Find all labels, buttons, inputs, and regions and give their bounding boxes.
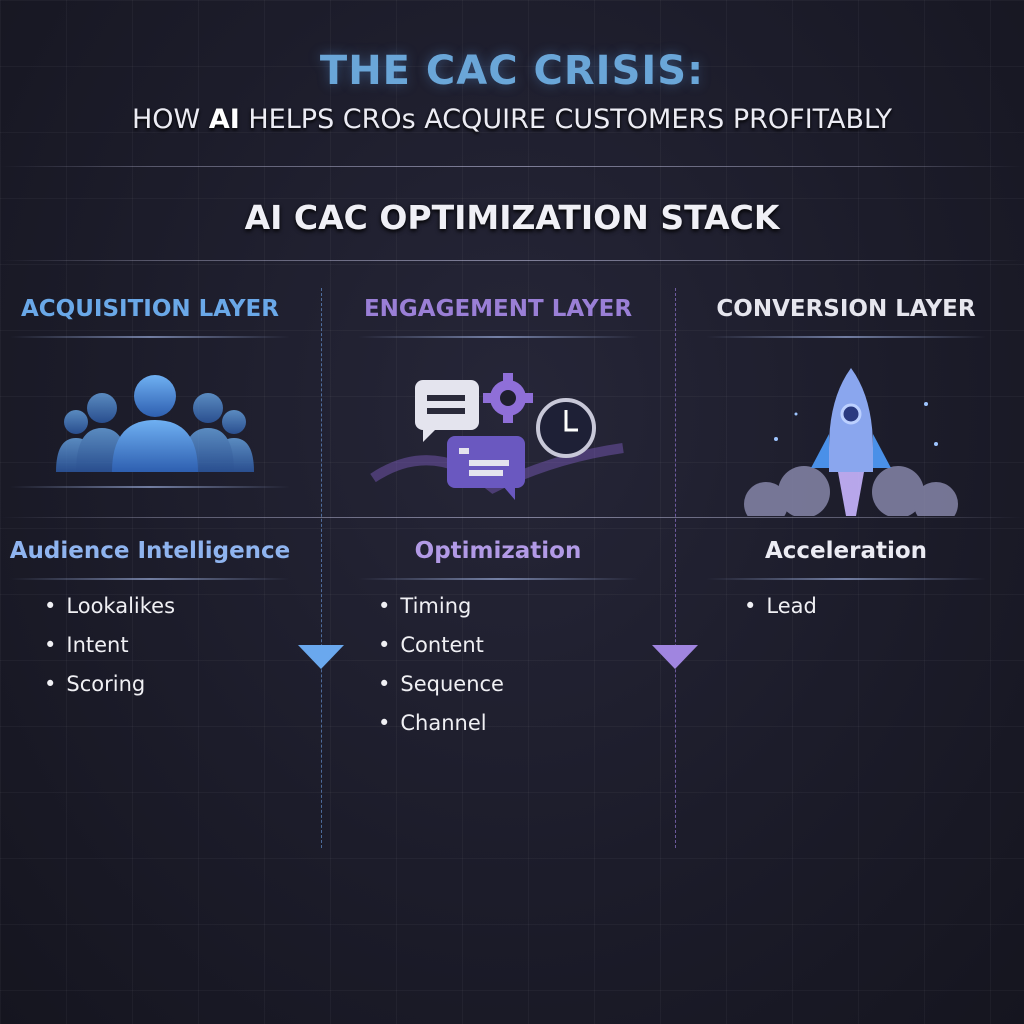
divider — [358, 578, 638, 580]
list-item: Intent — [44, 633, 175, 672]
divider — [0, 260, 1024, 261]
arrow-down-icon — [652, 645, 698, 669]
layer-title: CONVERSION LAYER — [716, 296, 976, 322]
flow-line — [675, 288, 676, 848]
list-item: Sequence — [378, 672, 504, 711]
section-subtitle: Audience Intelligence — [9, 538, 291, 564]
flow-line — [321, 288, 322, 848]
list-item: Lookalikes — [44, 594, 175, 633]
subtitle-text: HELPS CROs ACQUIRE CUSTOMERS PROFITABLY — [239, 104, 892, 135]
rocket-icon — [744, 368, 958, 516]
chat-gear-clock-icon — [370, 373, 624, 500]
list-item: Scoring — [44, 672, 175, 711]
arrow-down-icon — [298, 645, 344, 669]
list-item: Content — [378, 633, 504, 672]
divider — [0, 166, 1024, 167]
section-subtitle: Optimization — [414, 538, 582, 564]
divider — [706, 578, 986, 580]
subtitle-text: HOW — [132, 104, 209, 135]
divider — [10, 486, 290, 488]
divider — [358, 336, 638, 338]
list-item: Channel — [378, 711, 504, 750]
page-title: THE CAC CRISIS: — [319, 48, 705, 94]
divider — [706, 336, 986, 338]
divider — [10, 336, 290, 338]
people-group-icon — [56, 375, 254, 472]
divider — [10, 578, 290, 580]
list-item: Lead — [744, 594, 816, 633]
divider — [0, 517, 1024, 518]
stack-title: AI CAC OPTIMIZATION STACK — [244, 198, 780, 237]
item-list: Lead — [744, 594, 816, 633]
list-item: Timing — [378, 594, 504, 633]
layer-title: ACQUISITION LAYER — [21, 296, 279, 322]
layer-title: ENGAGEMENT LAYER — [363, 296, 633, 322]
page-subtitle: HOW AI HELPS CROs ACQUIRE CUSTOMERS PROF… — [0, 104, 1024, 135]
item-list: Timing Content Sequence Channel — [378, 594, 504, 750]
subtitle-ai: AI — [208, 104, 240, 135]
item-list: Lookalikes Intent Scoring — [44, 594, 175, 711]
section-subtitle: Acceleration — [764, 538, 928, 564]
